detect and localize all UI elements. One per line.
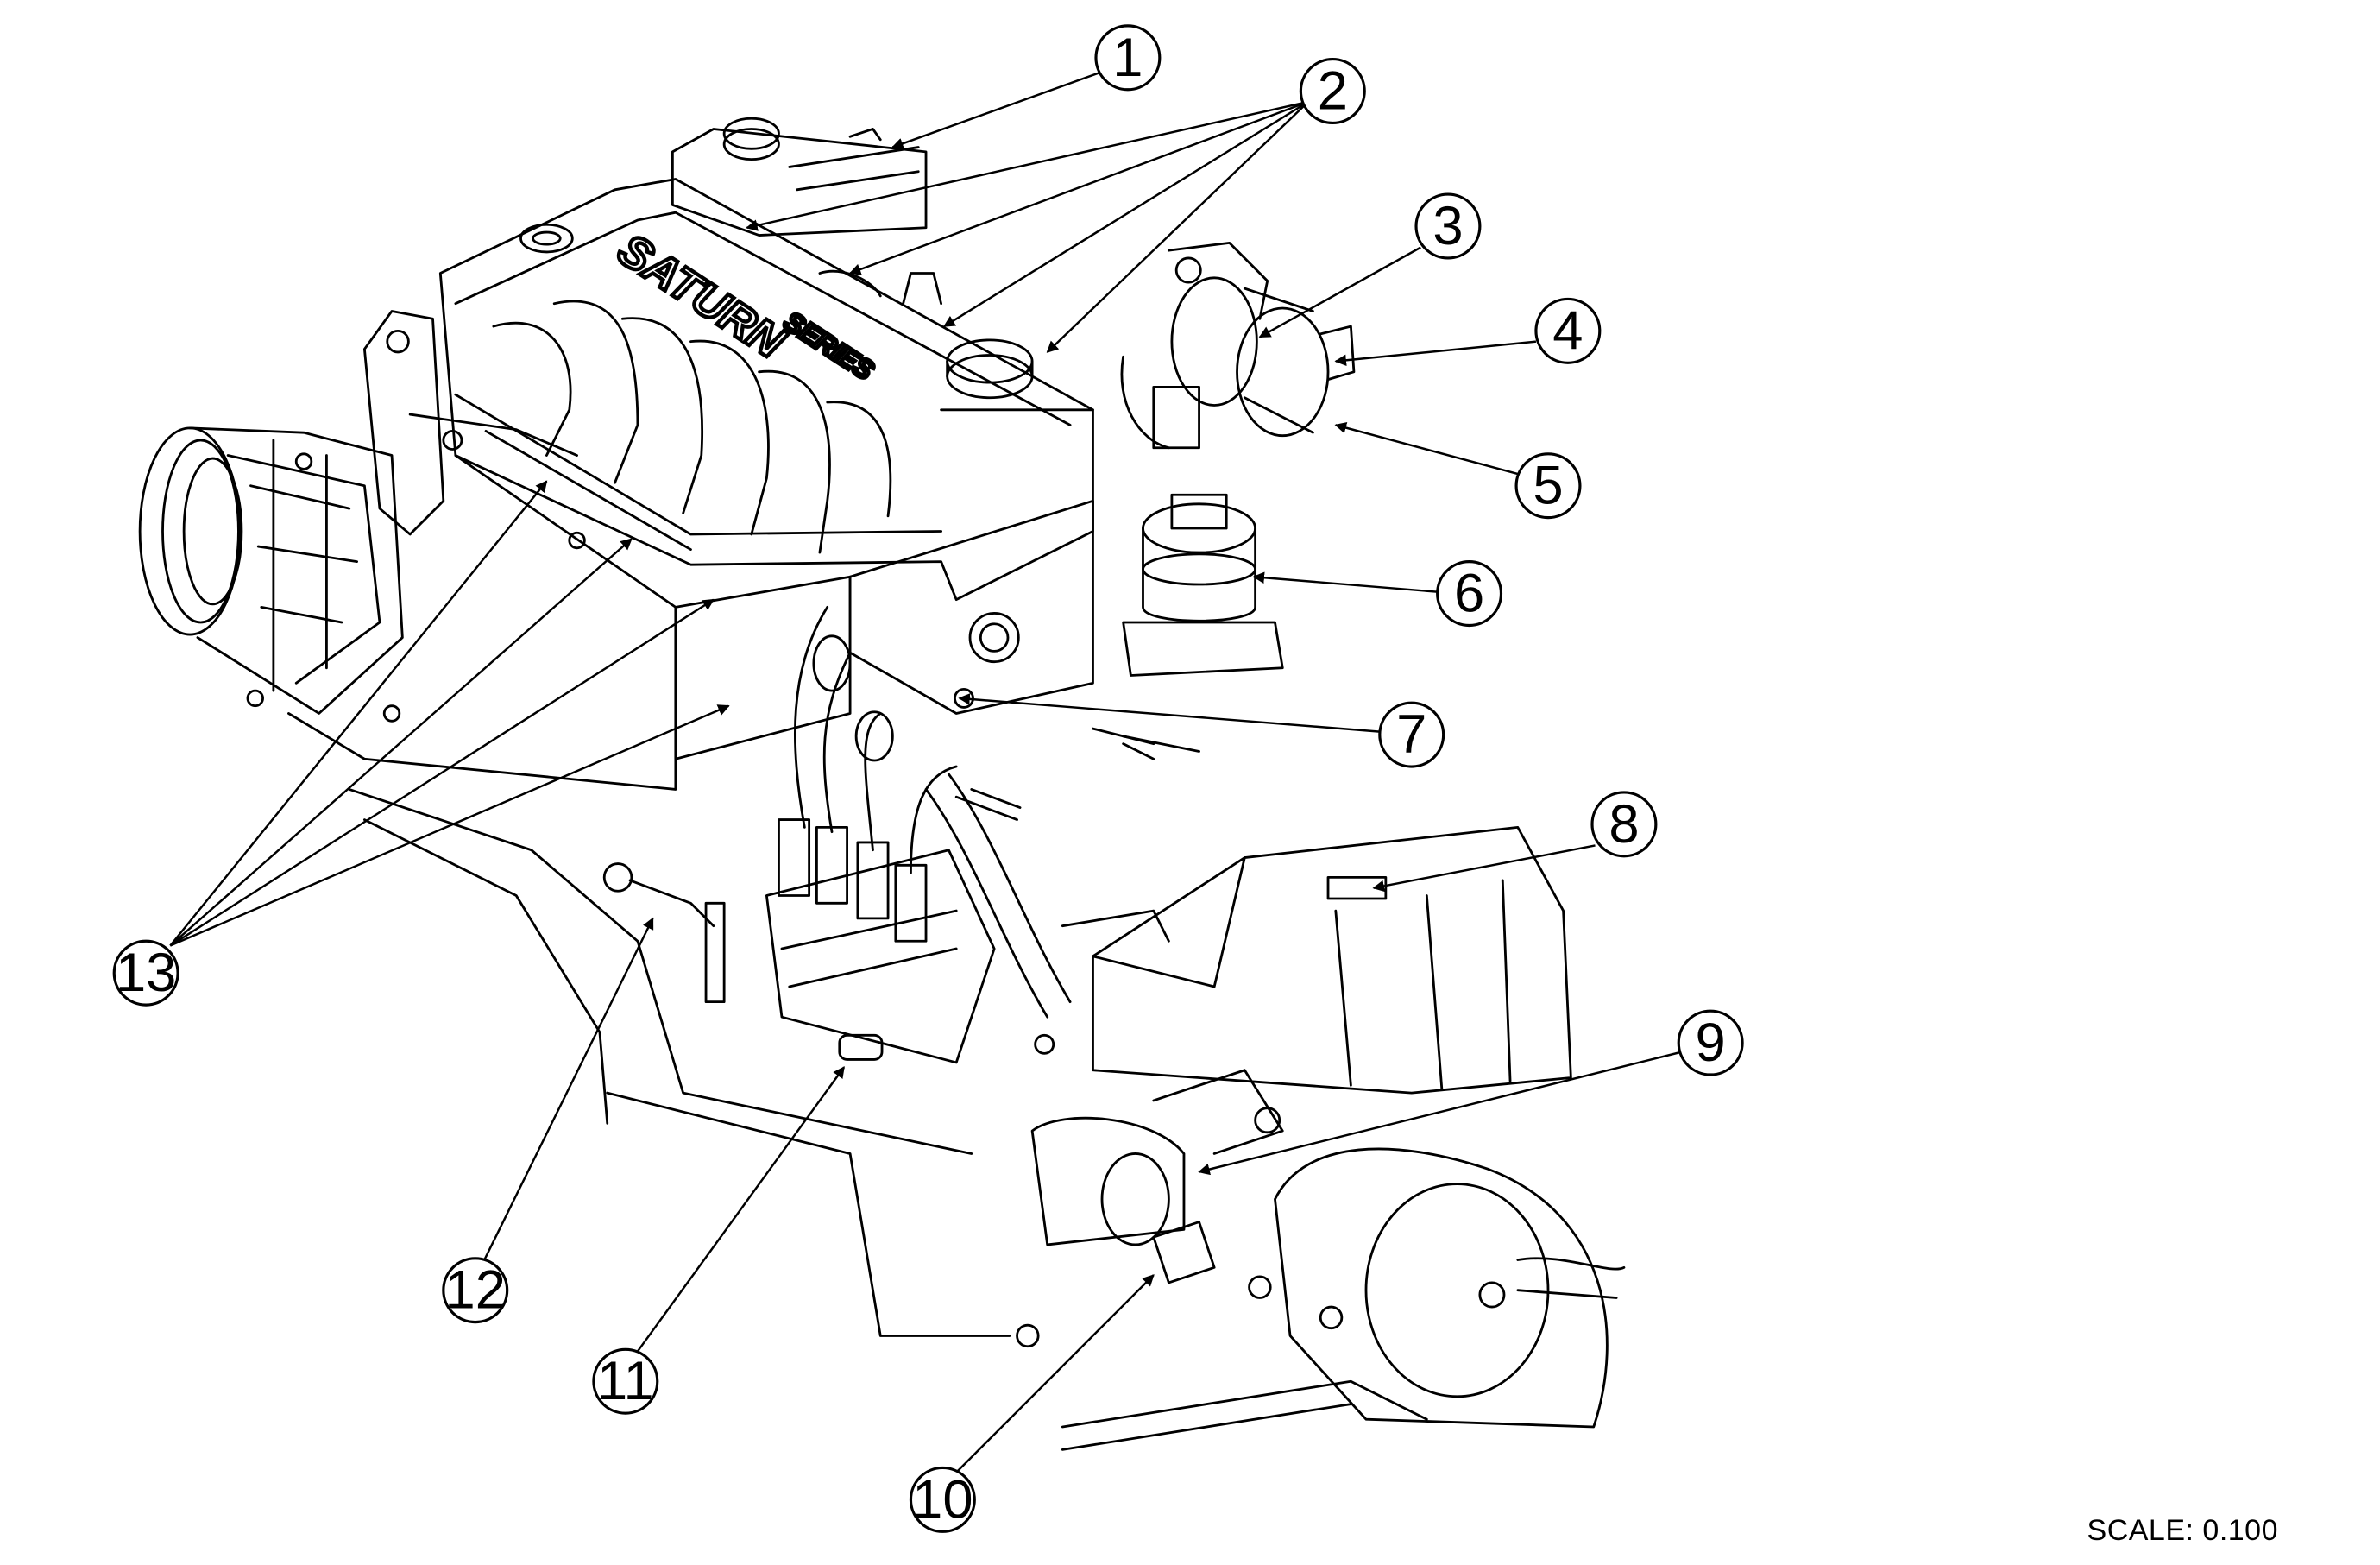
- leader-2c: [942, 100, 1309, 328]
- callout-6: 6: [1436, 560, 1503, 628]
- svg-text:5: 5: [1533, 456, 1563, 516]
- callout-4: 4: [1534, 297, 1602, 364]
- transaxle-case: [1061, 825, 1572, 1095]
- svg-text:13: 13: [116, 943, 176, 1003]
- saturn-emblem: SATURN: [609, 224, 794, 369]
- leader-12: [482, 917, 654, 1264]
- leader-7: [958, 693, 1380, 733]
- throttle-body: [1120, 241, 1356, 450]
- leader-13b: [169, 538, 633, 947]
- coolant-reservoir: [671, 117, 928, 237]
- leader-8: [1372, 844, 1596, 893]
- callout-9: 9: [1677, 1009, 1744, 1076]
- leader-11: [633, 1066, 846, 1357]
- leader-9: [1198, 1051, 1683, 1176]
- svg-text:10: 10: [912, 1469, 973, 1530]
- mounting-bracket: [362, 310, 445, 536]
- leader-13c: [169, 598, 715, 947]
- svg-text:8: 8: [1609, 794, 1639, 855]
- oil-filler-cap: [940, 338, 1094, 412]
- vacuum-hose: [924, 788, 1049, 1019]
- leader-5: [1334, 421, 1523, 476]
- svg-text:7: 7: [1396, 704, 1426, 765]
- svg-text:3: 3: [1432, 196, 1463, 256]
- callout-12: 12: [442, 1257, 509, 1324]
- svg-text:1: 1: [1112, 28, 1143, 88]
- leader-2d: [1046, 100, 1310, 353]
- egr-valve: [1122, 493, 1284, 677]
- svg-text:6: 6: [1454, 564, 1484, 624]
- leader-3: [1258, 246, 1421, 338]
- ac-compressor: [138, 426, 404, 723]
- leader-10: [951, 1274, 1155, 1478]
- callout-13: 13: [112, 939, 179, 1007]
- leader-2b: [848, 100, 1309, 275]
- callout-11: 11: [592, 1347, 659, 1415]
- leader-13d: [169, 704, 730, 947]
- scale-label: SCALE: 0.100: [2087, 1514, 2278, 1547]
- spark-plug-wires: [794, 605, 958, 874]
- svg-text:2: 2: [1318, 61, 1348, 122]
- callout-5: 5: [1514, 452, 1582, 520]
- ignition-coil-pack: [765, 818, 996, 1064]
- engine-series-emblem: SERIES: [778, 306, 879, 386]
- leader-13a: [169, 480, 548, 947]
- callout-2: 2: [1299, 57, 1366, 125]
- intake-manifold: [438, 178, 1094, 602]
- svg-text:9: 9: [1696, 1013, 1726, 1073]
- svg-text:11: 11: [597, 1351, 654, 1411]
- leader-2a: [746, 100, 1309, 231]
- transaxle-housing: [1016, 1147, 1626, 1451]
- leader-4: [1334, 340, 1537, 367]
- engine-block: [287, 454, 1155, 1337]
- svg-text:4: 4: [1552, 300, 1583, 361]
- svg-text:12: 12: [445, 1260, 506, 1321]
- callout-10: 10: [909, 1466, 976, 1533]
- callout-7: 7: [1378, 701, 1445, 768]
- callout-8: 8: [1590, 791, 1658, 858]
- engine-mount: [1030, 1033, 1284, 1246]
- leader-1: [891, 72, 1099, 149]
- callout-1: 1: [1094, 24, 1162, 92]
- callout-3: 3: [1414, 192, 1482, 260]
- leader-6: [1252, 571, 1439, 594]
